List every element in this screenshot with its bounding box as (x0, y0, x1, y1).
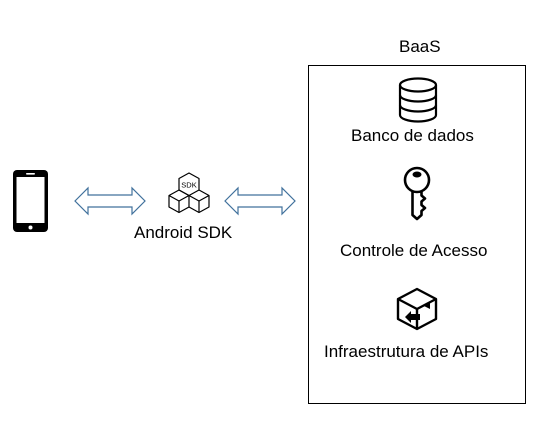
sdk-cubes-icon: SDK (168, 172, 210, 214)
database-label: Banco de dados (351, 126, 474, 145)
double-arrow-right (224, 186, 296, 216)
access-control-label: Controle de Acesso (340, 241, 488, 260)
sdk-badge: SDK (181, 181, 196, 190)
database-icon (398, 77, 438, 123)
baas-title: BaaS (399, 37, 441, 56)
api-box-icon (396, 287, 438, 331)
double-arrow-left (74, 186, 146, 216)
sdk-label: Android SDK (134, 223, 233, 242)
baas-box (308, 65, 526, 404)
key-icon (403, 166, 431, 221)
api-infrastructure-label: Infraestrutura de APIs (324, 342, 489, 361)
smartphone-icon (13, 170, 48, 232)
